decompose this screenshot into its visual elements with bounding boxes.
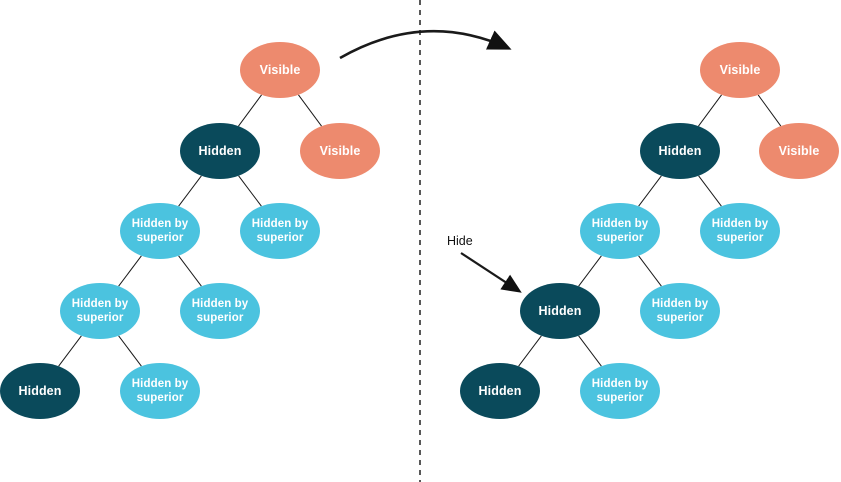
tree-node-label: Visible: [259, 63, 301, 77]
tree-edge: [698, 94, 722, 127]
tree-edge: [757, 94, 782, 127]
tree-node-visible[interactable]: Visible: [240, 42, 320, 98]
hide-annotation-label: Hide: [447, 234, 473, 248]
transition-arrow-icon: [339, 29, 512, 60]
tree-node-label: Visible: [319, 144, 361, 158]
tree-edge: [698, 175, 722, 207]
tree-node-label: Visible: [778, 144, 820, 158]
tree-edges: [58, 94, 782, 367]
tree-edge: [178, 255, 202, 287]
tree-edge: [638, 175, 662, 207]
tree-node-visible[interactable]: Visible: [759, 123, 839, 179]
tree-edge: [58, 335, 82, 367]
annotation-arrows: [339, 0, 522, 482]
tree-node-visible[interactable]: Visible: [700, 42, 780, 98]
tree-edge: [238, 94, 262, 127]
tree-node-label: Hidden: [538, 304, 582, 318]
tree-node-hidden[interactable]: Hidden: [640, 123, 720, 179]
tree-edge: [638, 255, 662, 287]
tree-node-hidden[interactable]: Hidden: [460, 363, 540, 419]
tree-edge: [578, 335, 602, 367]
tree-edge: [118, 335, 142, 367]
hide-arrow-icon: [460, 252, 522, 293]
tree-node-hidden[interactable]: Hidden: [520, 283, 600, 339]
tree-node-label: Hidden: [478, 384, 522, 398]
tree-edge: [238, 175, 262, 207]
tree-edge: [178, 175, 202, 207]
tree-edge: [298, 94, 322, 127]
tree-node-label: Hidden: [198, 144, 242, 158]
tree-edge: [518, 335, 542, 367]
tree-node-label: Visible: [719, 63, 761, 77]
tree-node-hidden[interactable]: Hidden: [0, 363, 80, 419]
tree-node-visible[interactable]: Visible: [300, 123, 380, 179]
tree-edge: [118, 255, 142, 287]
tree-node-label: Hidden: [18, 384, 62, 398]
tree-node-label: Hidden: [658, 144, 702, 158]
tree-edge: [578, 255, 602, 287]
tree-node-hidden[interactable]: Hidden: [180, 123, 260, 179]
